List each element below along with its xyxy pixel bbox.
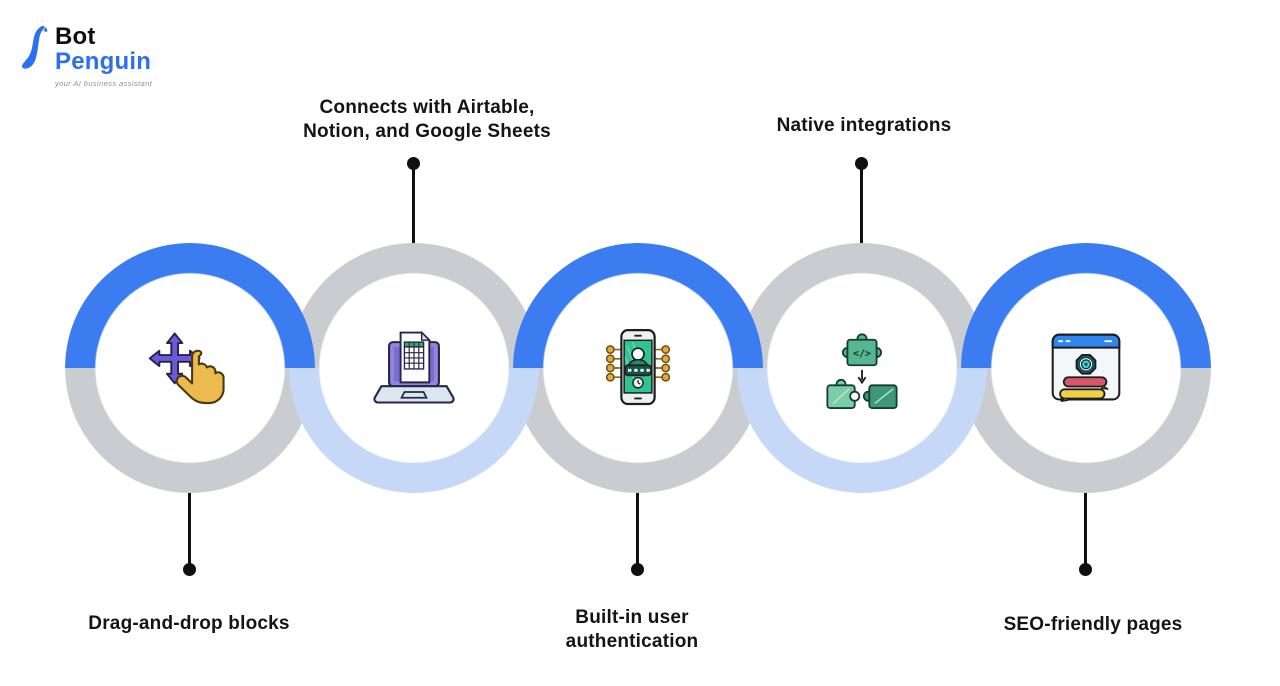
drag-hand-icon bbox=[138, 316, 242, 420]
step-user-authentication: Built-in user authentication bbox=[513, 0, 763, 686]
connector-dot bbox=[407, 157, 420, 170]
connector-line bbox=[860, 169, 863, 244]
penguin-logo-icon bbox=[21, 25, 48, 74]
connector-line bbox=[188, 493, 191, 565]
browser-seo-icon bbox=[1034, 316, 1138, 420]
step-native-integrations: </> Native integrations bbox=[737, 0, 987, 686]
connector-line bbox=[636, 493, 639, 565]
svg-text:</>: </> bbox=[853, 349, 871, 360]
step-label: Drag-and-drop blocks bbox=[88, 613, 290, 634]
connector-dot bbox=[1079, 563, 1092, 576]
laptop-spreadsheet-icon bbox=[362, 316, 466, 420]
phone-auth-icon bbox=[586, 316, 690, 420]
connector-dot bbox=[855, 157, 868, 170]
step-drag-and-drop: Drag-and-drop blocks bbox=[65, 0, 315, 686]
ring-top-arc bbox=[65, 243, 315, 493]
logo-tagline: your AI business assistant bbox=[55, 79, 153, 88]
botpenguin-logo: Bot Penguin your AI business assistant bbox=[21, 25, 152, 88]
step-label: Native integrations bbox=[776, 115, 952, 136]
step-label: Connects with Airtable, Notion, and Goog… bbox=[303, 97, 551, 142]
puzzle-integration-icon: </> bbox=[810, 316, 914, 420]
step-connects-airtable: Connects with Airtable, Notion, and Goog… bbox=[289, 0, 551, 686]
logo-word-penguin: Penguin bbox=[55, 48, 152, 75]
connector-line bbox=[412, 169, 415, 244]
step-label: SEO-friendly pages bbox=[1003, 614, 1183, 635]
logo-word-bot: Bot bbox=[55, 23, 96, 50]
connector-dot bbox=[183, 563, 196, 576]
connector-dot bbox=[631, 563, 644, 576]
step-label: Built-in user authentication bbox=[565, 607, 699, 652]
connector-line bbox=[1084, 493, 1087, 565]
step-seo-pages: SEO-friendly pages bbox=[961, 0, 1211, 686]
ring-bottom-arc bbox=[737, 243, 987, 493]
